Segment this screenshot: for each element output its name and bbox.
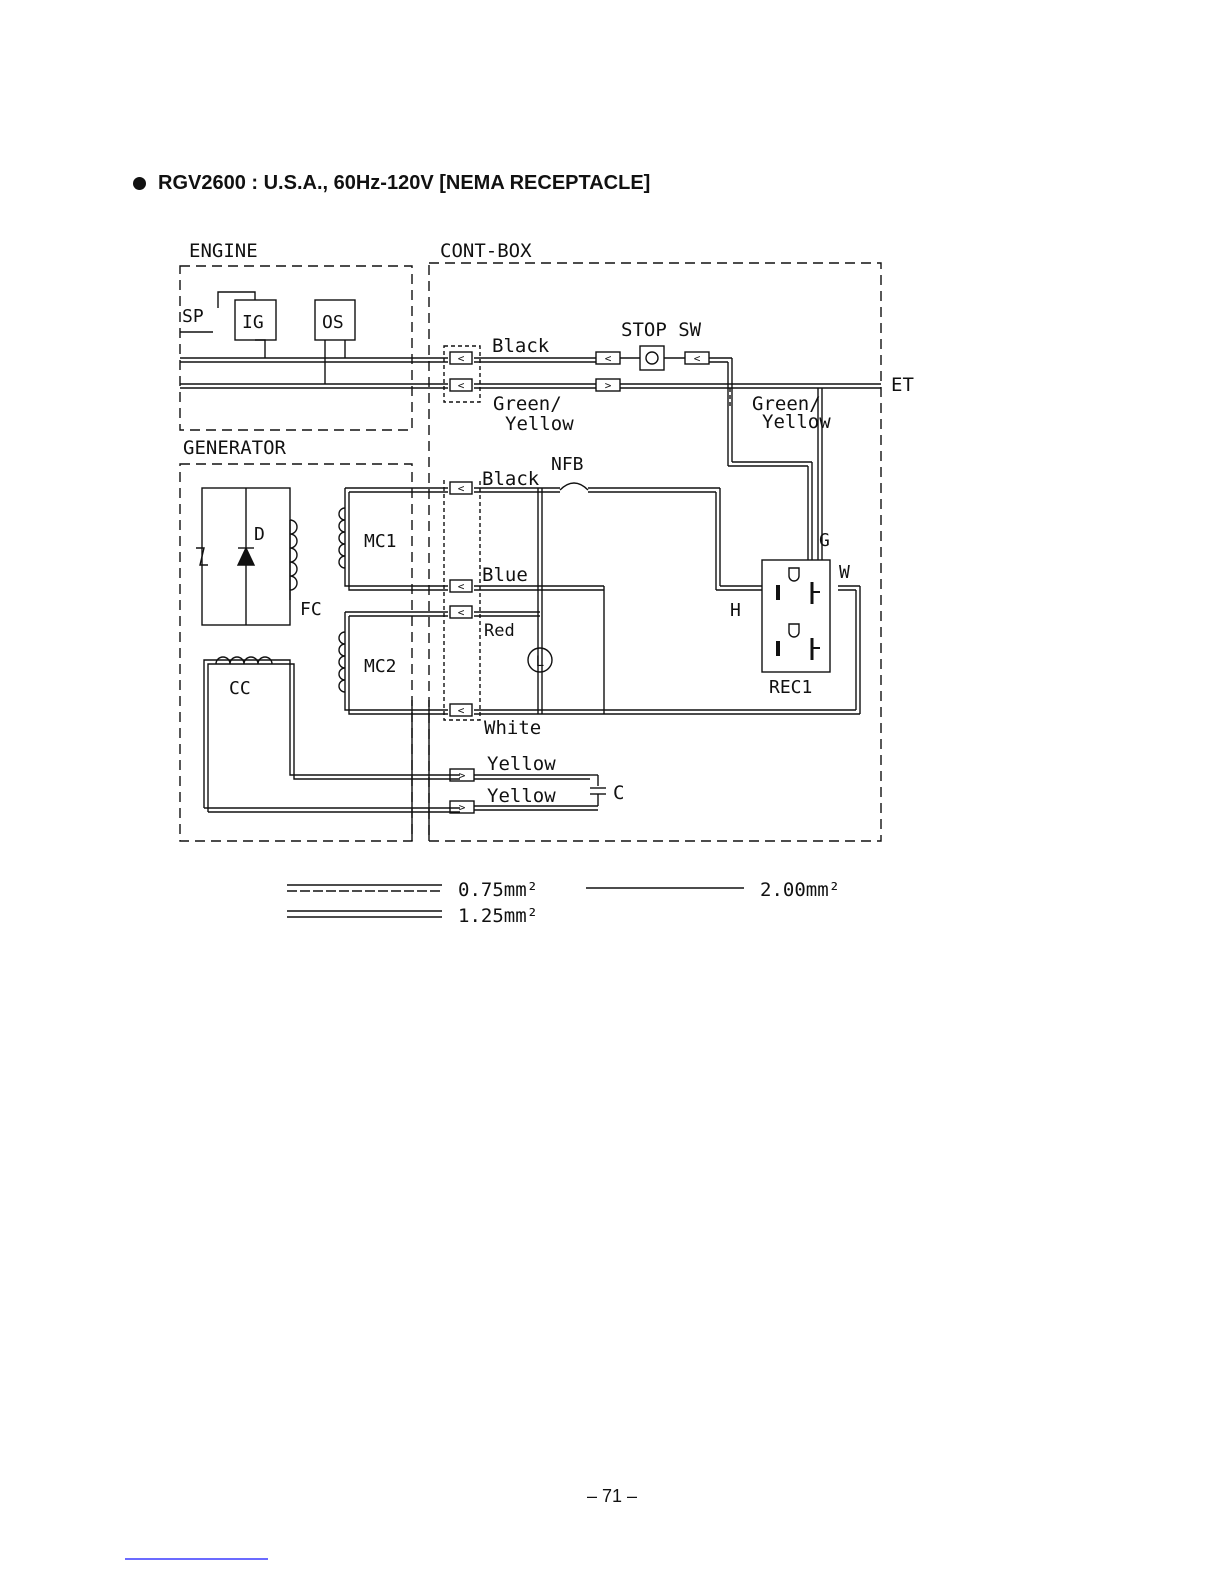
svg-text:>: >	[605, 379, 612, 392]
wire-red: Red	[484, 621, 515, 641]
fc-label: FC	[300, 599, 322, 620]
g-label: G	[819, 530, 830, 551]
sp-label: SP	[182, 306, 204, 327]
cc-label: CC	[229, 678, 251, 699]
generator-box	[180, 464, 412, 841]
engine-label: ENGINE	[189, 240, 258, 262]
wire-yellow-right: Yellow	[762, 411, 831, 433]
svg-text:<: <	[605, 352, 612, 365]
svg-text:<: <	[458, 379, 465, 392]
os-label: OS	[322, 312, 344, 333]
wire-blue: Blue	[482, 564, 528, 586]
wire-yellow-left: Yellow	[505, 413, 574, 435]
d-label: D	[254, 524, 265, 545]
footer-rule	[125, 1558, 268, 1560]
mc1-coil	[339, 508, 345, 568]
wire-green-left: Green/	[493, 393, 562, 415]
ig-label: IG	[242, 312, 264, 333]
generator-label: GENERATOR	[183, 437, 287, 459]
w-label: W	[839, 562, 850, 583]
legend-075: 0.75mm²	[458, 879, 538, 901]
stop-sw-box	[640, 346, 664, 370]
c-label: C	[613, 782, 624, 804]
svg-text:>: >	[459, 769, 466, 782]
page-number: – 71 –	[0, 1486, 1224, 1507]
rec1-box	[762, 560, 830, 672]
wire-white: White	[484, 717, 541, 739]
lamp-label: L	[536, 654, 544, 670]
cont-box-label: CONT-BOX	[440, 240, 532, 262]
wire-yellow-2: Yellow	[487, 785, 556, 807]
svg-text:<: <	[458, 482, 465, 495]
svg-text:<: <	[458, 704, 465, 717]
svg-text:>: >	[459, 801, 466, 814]
h-label: H	[730, 600, 741, 621]
wire-yellow-1: Yellow	[487, 753, 556, 775]
wire-black-top: Black	[492, 335, 550, 357]
svg-text:<: <	[458, 352, 465, 365]
svg-text:<: <	[458, 580, 465, 593]
legend-200: 2.00mm²	[760, 879, 840, 901]
nfb-label: NFB	[551, 454, 584, 475]
svg-text:<: <	[458, 606, 465, 619]
rec1-label: REC1	[769, 677, 812, 698]
fc-coil	[290, 520, 297, 590]
stop-sw-label: STOP SW	[621, 319, 702, 341]
et-label: ET	[891, 374, 914, 396]
wire-black-mid: Black	[482, 468, 540, 490]
engine-box	[180, 266, 412, 430]
svg-text:<: <	[694, 352, 701, 365]
mc1-label: MC1	[364, 531, 397, 552]
legend-125: 1.25mm²	[458, 905, 538, 927]
mc2-coil	[339, 632, 345, 692]
mc2-label: MC2	[364, 656, 397, 677]
